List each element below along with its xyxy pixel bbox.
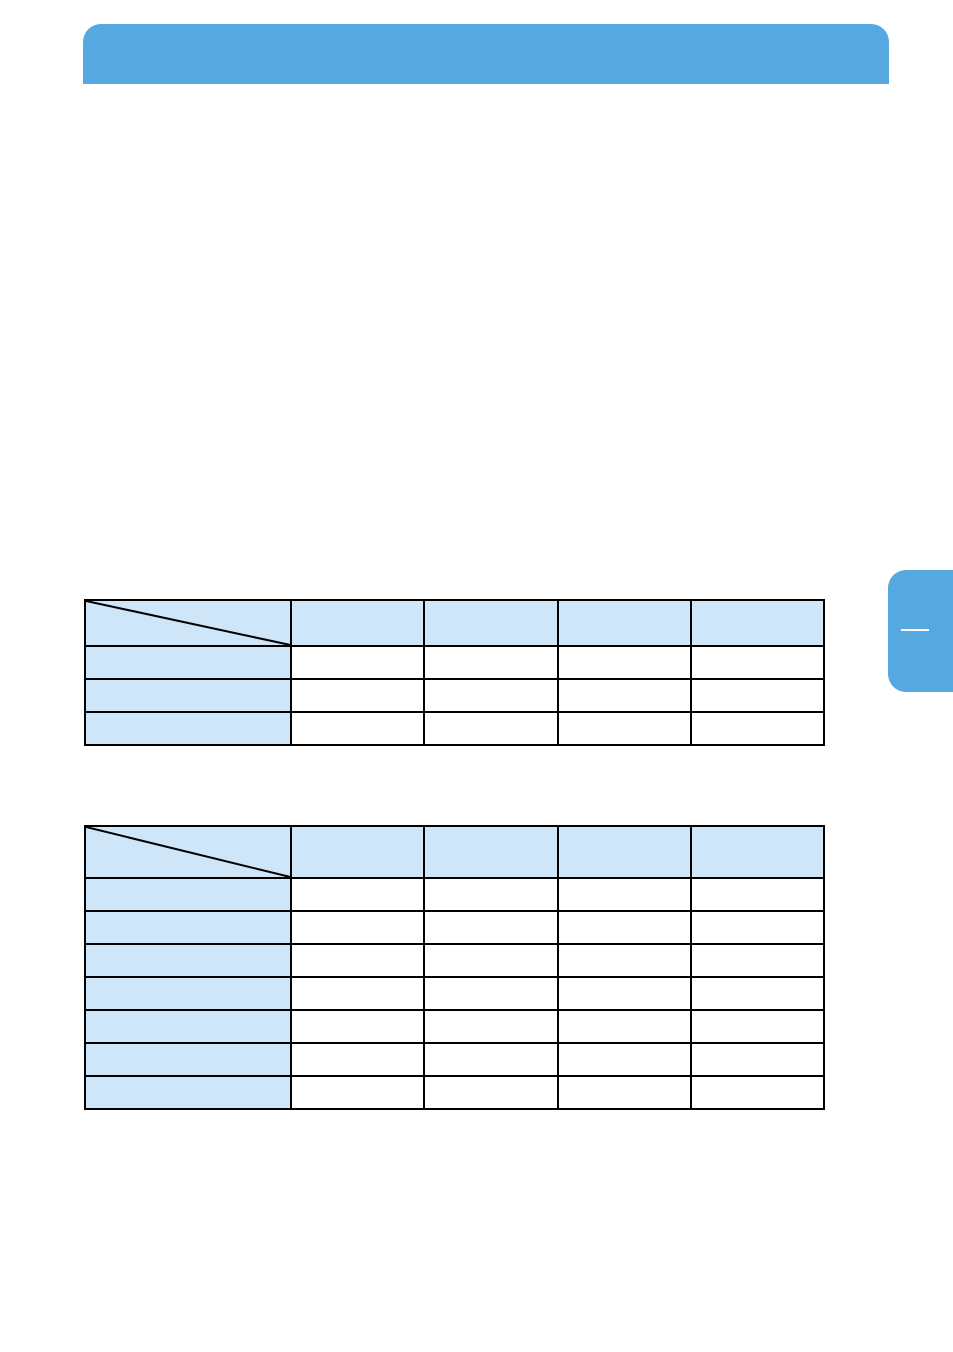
table-header-row [83, 599, 826, 647]
table-cell [689, 1042, 826, 1077]
column-header [290, 599, 426, 647]
table-cell [556, 910, 692, 945]
column-header [556, 825, 692, 879]
table-cell [290, 678, 426, 713]
row-label [83, 877, 293, 912]
table-row [83, 910, 826, 945]
row-label [83, 645, 293, 680]
row-label [83, 1075, 293, 1110]
table-cell [290, 943, 426, 978]
table-cell [290, 1009, 426, 1044]
table-cell [423, 1009, 559, 1044]
table-cell [556, 1009, 692, 1044]
table-row [83, 645, 826, 680]
row-label [83, 1009, 293, 1044]
column-header [290, 825, 426, 879]
table-row [83, 943, 826, 978]
table-cell [423, 1075, 559, 1110]
table-cell [423, 645, 559, 680]
table-cell [556, 976, 692, 1011]
column-header [556, 599, 692, 647]
table-cell [290, 711, 426, 746]
table-cell [290, 976, 426, 1011]
corner-cell [83, 599, 293, 647]
table-cell [290, 645, 426, 680]
table-cell [290, 1042, 426, 1077]
table-cell [423, 943, 559, 978]
table-cell [556, 711, 692, 746]
table-cell [290, 877, 426, 912]
dash-icon [901, 629, 929, 631]
table-cell [556, 943, 692, 978]
diagonal-divider [86, 827, 290, 877]
chapter-side-tab [888, 570, 953, 692]
table-row [83, 678, 826, 713]
table-cell [423, 678, 559, 713]
row-label [83, 1042, 293, 1077]
table-cell [689, 645, 826, 680]
table-cell [556, 1075, 692, 1110]
table-cell [556, 645, 692, 680]
table-cell [423, 877, 559, 912]
table-cell [689, 976, 826, 1011]
row-label [83, 976, 293, 1011]
table-cell [556, 877, 692, 912]
column-header [423, 599, 559, 647]
table-cell [423, 711, 559, 746]
column-header [689, 599, 826, 647]
table-cell [689, 711, 826, 746]
table-row [83, 1042, 826, 1077]
table-cell [423, 976, 559, 1011]
table-row [83, 877, 826, 912]
spec-table-1 [83, 599, 826, 746]
spec-table-2 [83, 825, 826, 1110]
table-row [83, 711, 826, 746]
table-row [83, 1009, 826, 1044]
table-cell [689, 1075, 826, 1110]
table-row [83, 1075, 826, 1110]
table-cell [290, 1075, 426, 1110]
table-cell [689, 678, 826, 713]
row-label [83, 943, 293, 978]
table-cell [423, 910, 559, 945]
table-cell [689, 877, 826, 912]
table-cell [689, 1009, 826, 1044]
corner-cell [83, 825, 293, 879]
table-header-row [83, 825, 826, 879]
table-cell [689, 943, 826, 978]
table-cell [290, 910, 426, 945]
diagonal-divider [86, 601, 290, 645]
table-row [83, 976, 826, 1011]
page-header-bar [83, 24, 889, 84]
row-label [83, 910, 293, 945]
table-cell [556, 1042, 692, 1077]
row-label [83, 711, 293, 746]
column-header [423, 825, 559, 879]
table-cell [556, 678, 692, 713]
table-cell [423, 1042, 559, 1077]
column-header [689, 825, 826, 879]
table-cell [689, 910, 826, 945]
row-label [83, 678, 293, 713]
